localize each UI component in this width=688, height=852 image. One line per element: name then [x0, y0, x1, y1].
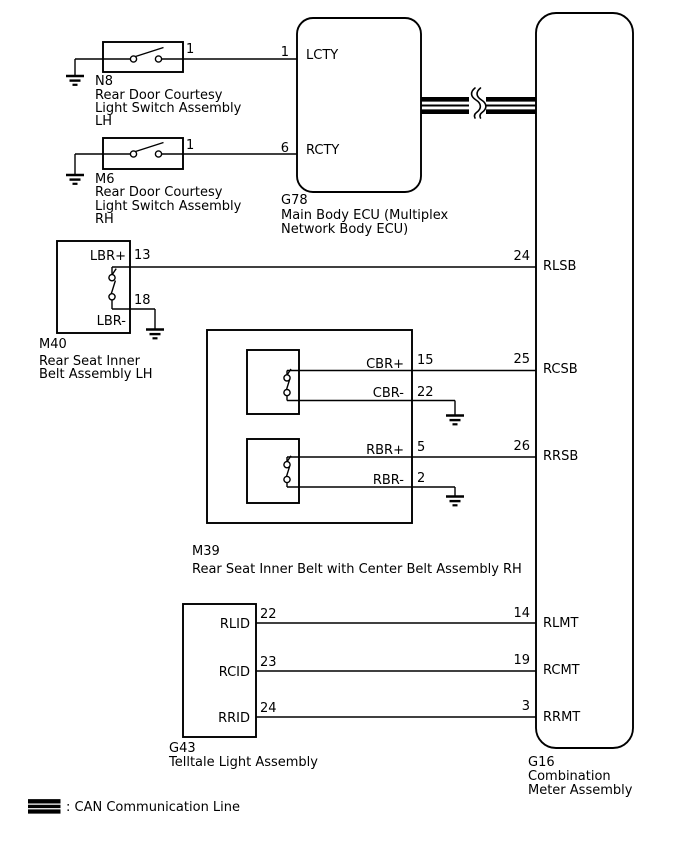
legend-label: : CAN Communication Line: [66, 800, 240, 815]
pin-number: 24: [513, 249, 530, 264]
g78-box: [296, 17, 422, 193]
component-name-line: Combination: [528, 769, 611, 784]
pin-label: RRSB: [543, 449, 578, 464]
component-name-line: Light Switch Assembly: [95, 101, 242, 116]
pin-number: 25: [513, 352, 530, 367]
pin-label: RBR+: [366, 443, 404, 458]
ground-icon: [446, 495, 464, 507]
component-code: N8: [95, 74, 113, 89]
m39-box: [206, 329, 413, 524]
belt-switch-icon: [283, 455, 292, 487]
pin-label: RLID: [220, 617, 250, 632]
wire-rbr-minus-ground: [287, 486, 456, 496]
ground-icon: [446, 414, 464, 426]
pin-number: 1: [186, 42, 194, 57]
door-switch-icon: [129, 46, 164, 63]
pin-label: RRMT: [543, 710, 580, 725]
pin-number: 1: [186, 138, 194, 153]
pin-label: RRID: [218, 711, 250, 726]
pin-number: 18: [134, 293, 151, 308]
pin-number: 3: [522, 699, 530, 714]
pin-label: CBR-: [373, 386, 405, 401]
component-name-line: Rear Door Courtesy: [95, 88, 223, 103]
component-name-line: Rear Seat Inner: [39, 354, 141, 369]
pin-number: 14: [513, 606, 530, 621]
pin-label: RLSB: [543, 259, 576, 274]
pin-number: 13: [134, 248, 151, 263]
component-code: M39: [192, 544, 220, 559]
pin-label: LBR-: [97, 314, 127, 329]
belt-switch-icon: [108, 267, 117, 309]
pin-number: 24: [260, 701, 277, 716]
component-name-line: RH: [95, 212, 114, 227]
pin-number: 23: [260, 655, 277, 670]
can-line-icon: [28, 799, 61, 814]
m39-center-switch-box: [246, 349, 300, 415]
component-name-line: Network Body ECU): [281, 222, 408, 237]
component-name-line: Meter Assembly: [528, 783, 633, 798]
pin-number: 6: [281, 141, 289, 156]
component-name-line: LH: [95, 114, 112, 129]
component-code: M6: [95, 172, 115, 187]
pin-number: 1: [281, 45, 289, 60]
component-code: G43: [169, 741, 196, 756]
belt-switch-icon: [283, 368, 292, 401]
wire-lbr-minus-ground: [112, 308, 156, 329]
component-name-line: Rear Door Courtesy: [95, 185, 223, 200]
component-code: M40: [39, 337, 67, 352]
can-bus-line: [421, 87, 536, 119]
pin-label: RLMT: [543, 616, 578, 631]
pin-label: LCTY: [306, 48, 338, 63]
wire-break-icon: [470, 87, 487, 119]
pin-label: RCID: [219, 665, 250, 680]
pin-number: 15: [417, 353, 434, 368]
m39-rh-switch-box: [246, 438, 300, 504]
g16-box: [535, 12, 634, 749]
wire-m6-rcty: [74, 153, 297, 174]
n8-box: [102, 41, 184, 73]
pin-number: 22: [260, 607, 277, 622]
pin-label: RBR-: [373, 473, 404, 488]
door-switch-icon: [129, 141, 164, 158]
ground-icon: [66, 74, 84, 86]
pin-number: 22: [417, 385, 434, 400]
ground-icon: [146, 328, 164, 340]
pin-number: 2: [417, 471, 425, 486]
component-name-line: Main Body ECU (Multiplex: [281, 208, 449, 223]
pin-label: RCTY: [306, 143, 339, 158]
pin-number: 5: [417, 440, 425, 455]
component-name-line: Telltale Light Assembly: [168, 755, 318, 770]
component-name-line: Rear Seat Inner Belt with Center Belt As…: [192, 562, 522, 577]
component-name-line: Light Switch Assembly: [95, 199, 242, 214]
wire-n8-lcty: [74, 58, 297, 75]
pin-label: RCSB: [543, 362, 578, 377]
ground-icon: [66, 173, 84, 185]
pin-label: CBR+: [366, 357, 404, 372]
pin-label: RCMT: [543, 663, 580, 678]
component-name-line: Belt Assembly LH: [39, 367, 153, 382]
wire-cbr-minus-ground: [287, 399, 456, 415]
pin-number: 19: [513, 653, 530, 668]
component-code: G78: [281, 193, 308, 208]
pin-number: 26: [513, 439, 530, 454]
component-code: G16: [528, 755, 555, 770]
m40-box: [56, 240, 131, 334]
pin-label: LBR+: [90, 249, 126, 264]
